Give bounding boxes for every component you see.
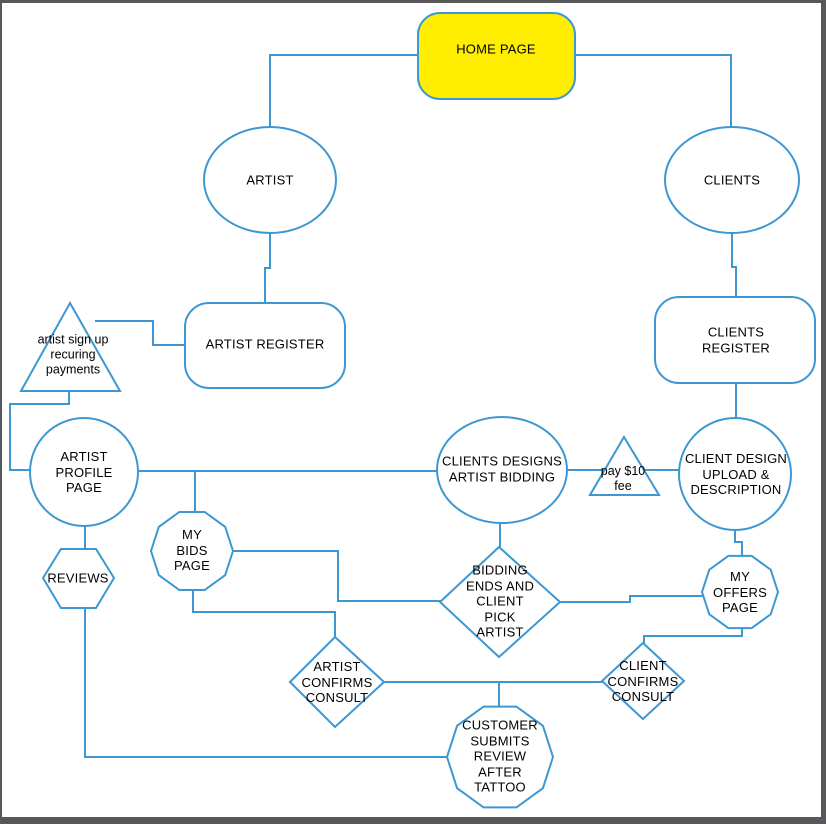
edge-clients-register (731, 232, 737, 298)
node-artist-register[interactable] (184, 302, 346, 389)
node-clients-designs[interactable] (436, 416, 568, 524)
window-border-left (0, 0, 2, 824)
node-reviews[interactable] (41, 548, 116, 609)
edge-artist-register (264, 232, 271, 304)
node-artist-signup-triangle[interactable] (19, 300, 122, 392)
edge-home-artist (269, 54, 418, 128)
window-border-bottom (0, 817, 826, 824)
edge-my-offers-client-confirms (643, 627, 743, 644)
node-customer-review[interactable] (445, 705, 555, 809)
node-clients-register[interactable] (654, 296, 816, 384)
node-artist[interactable] (203, 126, 337, 234)
edge-reviews-customer (84, 607, 448, 758)
window-border-top (0, 0, 826, 3)
edge-signup-artist-profile (9, 391, 70, 471)
node-bidding-ends[interactable] (438, 545, 562, 659)
edge-client-design-my-offers (734, 529, 743, 557)
node-home-page[interactable] (417, 12, 576, 100)
node-my-offers[interactable] (700, 554, 780, 630)
node-client-confirms[interactable] (600, 641, 686, 721)
edge-my-bids-artist-confirms (192, 589, 336, 638)
node-clients[interactable] (664, 126, 800, 234)
edge-home-clients (574, 54, 732, 128)
node-artist-confirms[interactable] (288, 635, 386, 729)
edge-signup-artist-register (95, 320, 186, 346)
node-client-design[interactable] (678, 417, 792, 531)
edge-my-bids-bidding (232, 550, 441, 602)
edge-bidding-my-offers (559, 595, 703, 603)
node-artist-profile[interactable] (29, 417, 139, 527)
node-my-bids[interactable] (149, 511, 235, 591)
window-border-right (821, 0, 826, 824)
node-pay-fee-triangle[interactable] (588, 435, 661, 496)
